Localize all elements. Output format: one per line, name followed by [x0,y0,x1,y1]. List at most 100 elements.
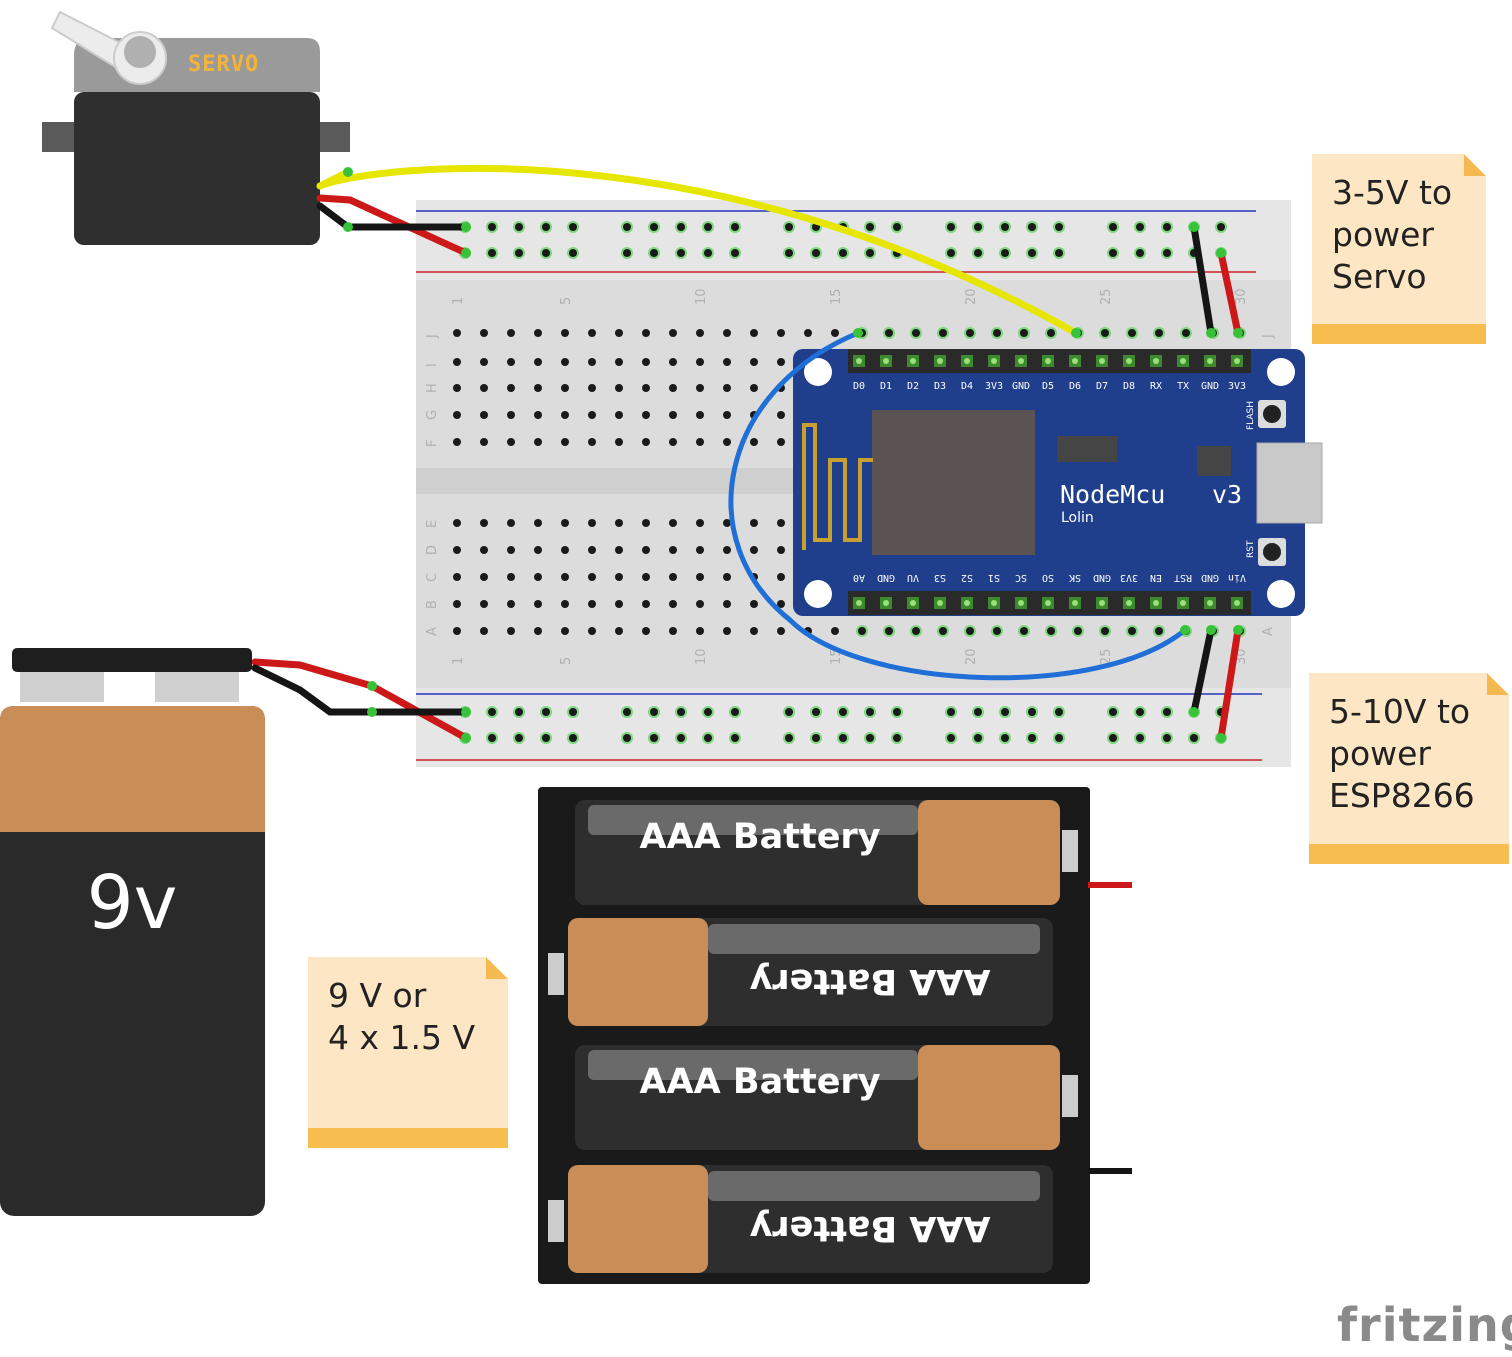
breadboard-hole [588,519,596,527]
breadboard-hole [1074,627,1082,635]
note-esp-power-text: 5-10V to power ESP8266 [1329,692,1475,815]
breadboard-hole [993,329,1001,337]
column-number: 5 [559,297,574,305]
breadboard-hole [588,438,596,446]
mount-hole [804,580,832,608]
rail-hole [1028,734,1036,742]
rail-hole [650,249,658,257]
breadboard-hole [669,627,677,635]
wire-rail-ground-jumper [1190,223,1215,337]
mount-hole [804,358,832,386]
pin-label-top: D2 [907,381,919,392]
wire-rail-vin-bottom [1217,626,1242,742]
column-number: 10 [694,648,709,665]
chip [1057,436,1117,462]
breadboard-hole [561,627,569,635]
rail-hole [974,223,982,231]
rail-hole [839,734,847,742]
column-number: 20 [964,648,979,665]
rail-hole [1028,223,1036,231]
breadboard-hole [588,627,596,635]
breadboard-hole [642,573,650,581]
rail-hole [704,708,712,716]
breadboard-hole [723,627,731,635]
breadboard-hole [453,573,461,581]
rail-hole [488,708,496,716]
breadboard-hole [966,329,974,337]
breadboard-hole [507,438,515,446]
nodemcu-name: NodeMcu [1060,480,1165,509]
rail-hole [731,249,739,257]
rail-hole [1136,708,1144,716]
breadboard-hole [561,329,569,337]
pin-label-bottom: RST [1174,572,1192,583]
breadboard-hole [507,627,515,635]
servo-label: SERVO [188,52,259,77]
breadboard-hole [615,358,623,366]
breadboard-hole [534,438,542,446]
aaa-cell-label: AAA Battery [639,1062,880,1102]
rail-hole [731,708,739,716]
row-letter: A [425,627,440,636]
mount-hole [1267,580,1295,608]
servo-motor: SERVO [42,10,350,245]
wifi-antenna-trace [802,423,873,550]
breadboard-hole [1020,329,1028,337]
rail-hole [515,708,523,716]
wire-end [1071,328,1081,338]
breadboard-hole [615,573,623,581]
wire-end [1206,328,1216,338]
rail-hole [704,734,712,742]
rail-hole [569,708,577,716]
breadboard-hole [453,600,461,608]
pin-label-top: D0 [853,381,865,392]
rail-hole [974,708,982,716]
breadboard-hole [480,573,488,581]
wire-battery-minus [251,664,470,716]
wire-servo-power [316,194,470,257]
pin-label-top: D3 [934,381,946,392]
breadboard-hole [642,600,650,608]
rail-hole [704,249,712,257]
pin-label-top: GND [1012,381,1030,392]
breadboard-hole [750,329,758,337]
breadboard-hole [804,329,812,337]
rail-hole [866,734,874,742]
breadboard-hole [480,519,488,527]
rail-hole [1136,734,1144,742]
row-letter: H [425,383,440,393]
column-number: 15 [829,288,844,305]
wires [251,164,1242,742]
breadboard-hole [480,627,488,635]
breadboard-hole [480,438,488,446]
flash-label: FLASH [1246,401,1256,430]
breadboard-hole [615,627,623,635]
breadboard-hole [669,358,677,366]
wire-servo-signal [316,164,1080,337]
breadboard-hole [1182,329,1190,337]
aaa-cell-label: AAA Battery [749,961,990,1001]
breadboard-hole [723,519,731,527]
pin-label-top: RX [1150,381,1162,392]
rail-hole [650,708,658,716]
rail-hole [785,708,793,716]
mount-hole [1267,358,1295,386]
rail-hole [1001,708,1009,716]
breadboard-hole [615,411,623,419]
rail-hole [866,249,874,257]
breadboard-hole [588,384,596,392]
breadboard-hole [723,411,731,419]
nodemcu-version: v3 [1212,480,1242,509]
breadboard-hole [750,546,758,554]
rail-hole [1001,734,1009,742]
breadboard-hole [966,627,974,635]
breadboard-hole [696,627,704,635]
breadboard-hole [1047,627,1055,635]
breadboard-hole [669,519,677,527]
battery-terminal [155,672,239,702]
rail-hole [1055,249,1063,257]
column-number: 5 [559,657,574,665]
wire-end [343,222,353,232]
